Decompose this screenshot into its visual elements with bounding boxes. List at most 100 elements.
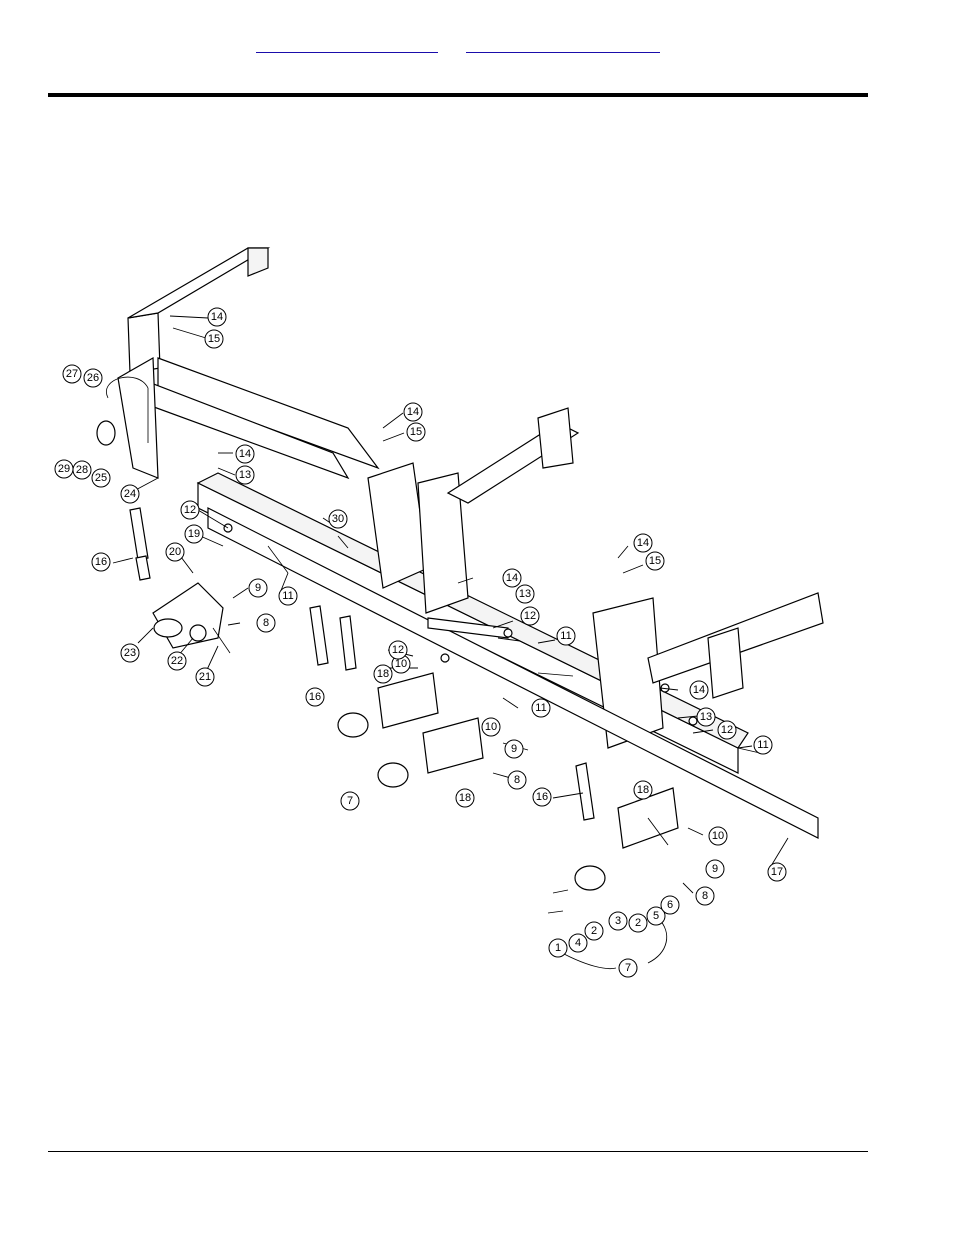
callout-10: 10 [708, 826, 728, 846]
callout-12: 12 [388, 640, 408, 660]
svg-text:16: 16 [309, 691, 321, 703]
callout-14: 14 [235, 444, 255, 464]
svg-text:12: 12 [392, 644, 404, 656]
svg-text:15: 15 [649, 555, 661, 567]
footer-rule [48, 1151, 868, 1152]
callout-12: 12 [180, 500, 200, 520]
callout-14: 14 [207, 307, 227, 327]
svg-text:6: 6 [667, 899, 673, 911]
svg-text:22: 22 [171, 655, 183, 667]
header-link-1[interactable] [256, 36, 438, 53]
svg-text:14: 14 [239, 448, 251, 460]
callout-20: 20 [165, 542, 185, 562]
callout-11: 11 [753, 735, 773, 755]
callout-14: 14 [689, 680, 709, 700]
callout-15: 15 [406, 422, 426, 442]
svg-text:14: 14 [407, 406, 419, 418]
svg-text:30: 30 [332, 513, 344, 525]
svg-text:12: 12 [524, 610, 536, 622]
svg-text:13: 13 [519, 588, 531, 600]
callout-19: 19 [184, 524, 204, 544]
svg-text:14: 14 [506, 572, 518, 584]
callout-2: 2 [628, 913, 648, 933]
svg-text:13: 13 [239, 469, 251, 481]
callout-27: 27 [62, 364, 82, 384]
callout-22: 22 [167, 651, 187, 671]
svg-text:11: 11 [535, 702, 546, 714]
callout-16: 16 [91, 552, 111, 572]
callout-7: 7 [340, 791, 360, 811]
callout-28: 28 [72, 460, 92, 480]
callout-25: 25 [91, 468, 111, 488]
svg-text:10: 10 [712, 830, 724, 842]
svg-text:3: 3 [615, 915, 621, 927]
callout-8: 8 [256, 613, 276, 633]
svg-text:14: 14 [211, 311, 223, 323]
callout-10: 10 [481, 717, 501, 737]
svg-text:28: 28 [76, 464, 88, 476]
callout-15: 15 [204, 329, 224, 349]
callout-2: 2 [584, 921, 604, 941]
svg-text:11: 11 [560, 630, 571, 642]
svg-text:15: 15 [410, 426, 422, 438]
callout-24: 24 [120, 484, 140, 504]
svg-text:25: 25 [95, 472, 107, 484]
callout-12: 12 [717, 720, 737, 740]
svg-text:21: 21 [199, 671, 211, 683]
svg-text:16: 16 [95, 556, 107, 568]
svg-text:10: 10 [485, 721, 497, 733]
callout-26: 26 [83, 368, 103, 388]
callout-1: 1 [548, 938, 568, 958]
callout-16: 16 [532, 787, 552, 807]
svg-text:27: 27 [66, 368, 78, 380]
svg-text:11: 11 [282, 590, 293, 602]
svg-text:14: 14 [693, 684, 705, 696]
callout-11: 11 [278, 586, 298, 606]
svg-text:23: 23 [124, 647, 136, 659]
callout-9: 9 [248, 578, 268, 598]
callout-8: 8 [695, 886, 715, 906]
callout-13: 13 [235, 465, 255, 485]
svg-text:12: 12 [184, 504, 196, 516]
svg-text:4: 4 [575, 937, 581, 949]
svg-text:14: 14 [637, 537, 649, 549]
callout-29: 29 [54, 459, 74, 479]
callout-4: 4 [568, 933, 588, 953]
frame-structure [106, 247, 824, 839]
callout-8: 8 [507, 770, 527, 790]
parts-exploded-diagram: 1 2 2 3 4 5 6 7 7 8 8 8 9 9 9 10 10 10 1… [54, 247, 824, 978]
svg-text:11: 11 [757, 739, 768, 751]
svg-text:18: 18 [459, 792, 471, 804]
svg-text:7: 7 [625, 962, 631, 974]
callout-18: 18 [455, 788, 475, 808]
callout-15: 15 [645, 551, 665, 571]
svg-text:29: 29 [58, 463, 70, 475]
callout-12: 12 [520, 606, 540, 626]
callout-9: 9 [705, 859, 725, 879]
svg-text:20: 20 [169, 546, 181, 558]
svg-text:9: 9 [712, 863, 718, 875]
svg-text:19: 19 [188, 528, 200, 540]
callout-17: 17 [767, 862, 787, 882]
svg-text:12: 12 [721, 724, 733, 736]
svg-text:10: 10 [395, 658, 407, 670]
header-rule [48, 93, 868, 97]
callout-3: 3 [608, 911, 628, 931]
callout-5: 5 [646, 906, 666, 926]
callout-14: 14 [403, 402, 423, 422]
svg-text:16: 16 [536, 791, 548, 803]
callout-21: 21 [195, 667, 215, 687]
leader-lines [112, 315, 789, 970]
callout-6: 6 [660, 895, 680, 915]
svg-text:15: 15 [208, 333, 220, 345]
svg-text:2: 2 [591, 925, 597, 937]
callout-11: 11 [531, 698, 551, 718]
callout-14: 14 [502, 568, 522, 588]
svg-text:18: 18 [377, 668, 389, 680]
callout-10: 10 [391, 654, 411, 674]
svg-text:7: 7 [347, 795, 353, 807]
svg-text:13: 13 [700, 711, 712, 723]
components [96, 420, 761, 914]
callout-14: 14 [633, 533, 653, 553]
header-link-2[interactable] [466, 36, 660, 53]
